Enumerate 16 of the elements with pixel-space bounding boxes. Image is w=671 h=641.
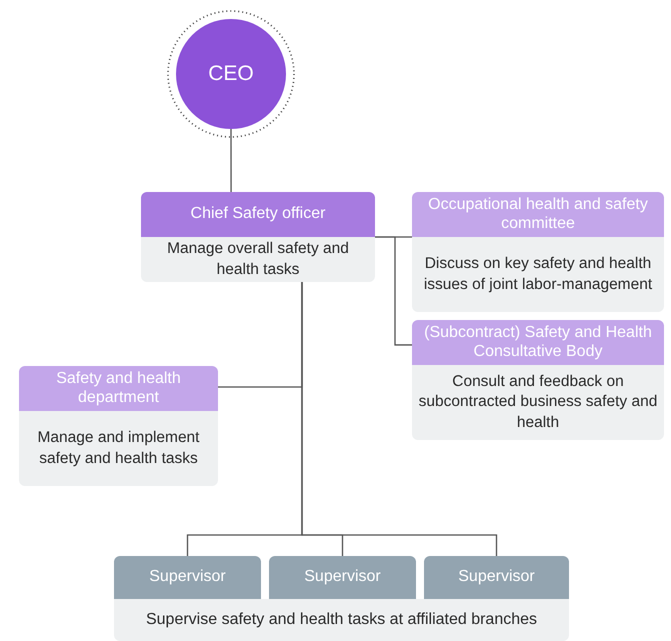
role-title: (Subcontract) Safety and Health Consultative Body (412, 320, 664, 365)
role-title: Safety and health department (19, 366, 218, 411)
role-description: Supervise safety and health tasks at affiliated branches (114, 599, 569, 641)
role-description: Discuss on key safety and health issues of joint labor-management (412, 237, 664, 312)
role-title: Supervisor (424, 556, 569, 599)
role-title: Occupational health and safety committee (412, 192, 664, 237)
role-title: Supervisor (269, 556, 416, 599)
role-description: Manage and implement safety and health tasks (19, 411, 218, 486)
connector-line (375, 236, 412, 346)
role-description: Manage overall safety and health tasks (141, 237, 375, 282)
connector-line (230, 129, 232, 192)
connector-line (301, 282, 498, 556)
role-title: Supervisor (114, 556, 261, 599)
role-title: Chief Safety officer (141, 192, 375, 237)
role-description: Consult and feedback on subcontracted business safety and health (412, 365, 664, 440)
role-circle: CEO (176, 19, 286, 129)
